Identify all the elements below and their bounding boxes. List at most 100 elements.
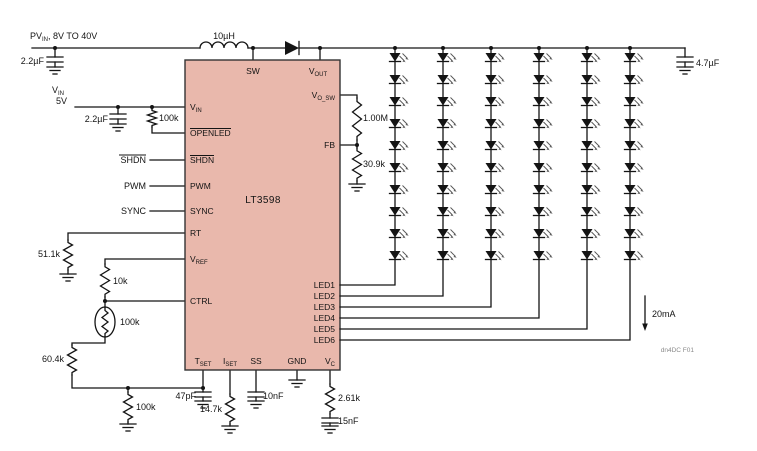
led-icon (436, 184, 458, 195)
pin-vosw: VO_SW (312, 90, 336, 102)
feedback-top-resistor (351, 97, 363, 141)
pin-tset: TSET (195, 356, 212, 368)
led-icon (623, 162, 645, 173)
led-icon (436, 250, 458, 261)
led-icon (532, 162, 554, 173)
feedback-divider (339, 94, 366, 192)
led-icon (580, 206, 602, 217)
pin-led3: LED3 (314, 302, 336, 312)
led-string-5 (339, 46, 602, 330)
vc-capacitor-value: 15nF (338, 416, 359, 426)
ic-lt3598: LT3598 SW VOUT VIN OPENLED SHDN PWM SYNC… (184, 59, 341, 371)
led-icon (388, 52, 410, 63)
inductor-value: 10µH (213, 31, 235, 41)
vc-resistor-value: 2.61k (338, 393, 361, 403)
vc-compensation-branch (321, 369, 339, 434)
ntc-thermistor (94, 306, 116, 338)
pin-gnd: GND (288, 356, 307, 366)
pin-vout: VOUT (309, 66, 328, 78)
feedback-top-value: 1.00M (363, 113, 388, 123)
led-icon (436, 96, 458, 107)
feedback-bottom-resistor (351, 147, 363, 182)
led-icon (484, 74, 506, 85)
led-icon (484, 52, 506, 63)
led-icon (436, 162, 458, 173)
tset-resistor (122, 391, 134, 423)
led-string-3 (339, 46, 506, 308)
pin-led2: LED2 (314, 291, 336, 301)
iset-resistor-value: 14.7k (200, 404, 223, 414)
led-icon (484, 250, 506, 261)
tset-resistor-value: 100k (136, 402, 156, 412)
led-icon (580, 140, 602, 151)
led-icon (623, 96, 645, 107)
pin-openled: OPENLED (190, 128, 231, 138)
led-icon (388, 140, 410, 151)
led-icon (623, 140, 645, 151)
pin-led4: LED4 (314, 313, 336, 323)
led-icon (484, 206, 506, 217)
led-icon (623, 52, 645, 63)
led-icon (532, 118, 554, 129)
vin-bypass-capacitor (109, 113, 127, 120)
led-icon (388, 162, 410, 173)
pin-sync: SYNC (190, 206, 214, 216)
input-capacitor (46, 47, 64, 75)
pin-rt: RT (190, 228, 201, 238)
input-capacitor-value: 2.2µF (21, 56, 45, 66)
ntc-value: 100k (120, 317, 140, 327)
shdn-signal-label: SHDN (120, 155, 146, 165)
led-string-4 (339, 46, 554, 319)
led-icon (580, 228, 602, 239)
led-icon (484, 228, 506, 239)
openled-pullup-resistor (146, 108, 158, 128)
vin-label: VIN (52, 85, 64, 97)
led-icon (580, 118, 602, 129)
led-current-arrow (642, 295, 648, 331)
led-icon (436, 228, 458, 239)
ctrl-resistor-value: 10k (113, 276, 128, 286)
ss-capacitor-value: 10nF (263, 391, 284, 401)
feedback-bottom-value: 30.9k (363, 159, 386, 169)
divider-resistor-value: 60.4k (42, 354, 65, 364)
divider-resistor (66, 344, 78, 376)
led-icon (484, 140, 506, 151)
led-icon (532, 184, 554, 195)
output-capacitor-value: 4.7µF (696, 58, 720, 68)
led-icon (580, 74, 602, 85)
led-icon (623, 118, 645, 129)
led-icon (436, 206, 458, 217)
led-icon (532, 228, 554, 239)
figure-id: dn4DC F01 (661, 347, 695, 354)
pin-shdn: SHDN (190, 155, 214, 165)
thermal-derating-network (66, 258, 205, 432)
vin-bypass-value: 2.2µF (85, 114, 109, 124)
led-current-value: 20mA (652, 309, 676, 319)
led-icon (532, 140, 554, 151)
led-icon (388, 74, 410, 85)
led-icon (532, 250, 554, 261)
pullup-value: 100k (159, 113, 179, 123)
led-icon (388, 118, 410, 129)
rt-resistor-value: 51.1k (38, 249, 61, 259)
vin-5v-branch (74, 105, 186, 134)
rt-resistor-branch (59, 232, 186, 282)
led-icon (580, 52, 602, 63)
iset-resistor-branch (221, 369, 239, 434)
led-icon (436, 52, 458, 63)
ss-capacitor-branch (247, 369, 265, 409)
led-icon (580, 184, 602, 195)
pin-led5: LED5 (314, 324, 336, 334)
led-icon (484, 162, 506, 173)
led-icon (580, 162, 602, 173)
pin-led6: LED6 (314, 335, 336, 345)
led-icon (623, 250, 645, 261)
pvin-label: PVIN, 8V TO 40V (30, 31, 97, 43)
led-icon (436, 74, 458, 85)
led-icon (388, 206, 410, 217)
ic-body (184, 59, 341, 371)
tset-capacitor-value: 47pF (175, 391, 196, 401)
pin-iset: ISET (223, 356, 237, 368)
led-icon (623, 228, 645, 239)
